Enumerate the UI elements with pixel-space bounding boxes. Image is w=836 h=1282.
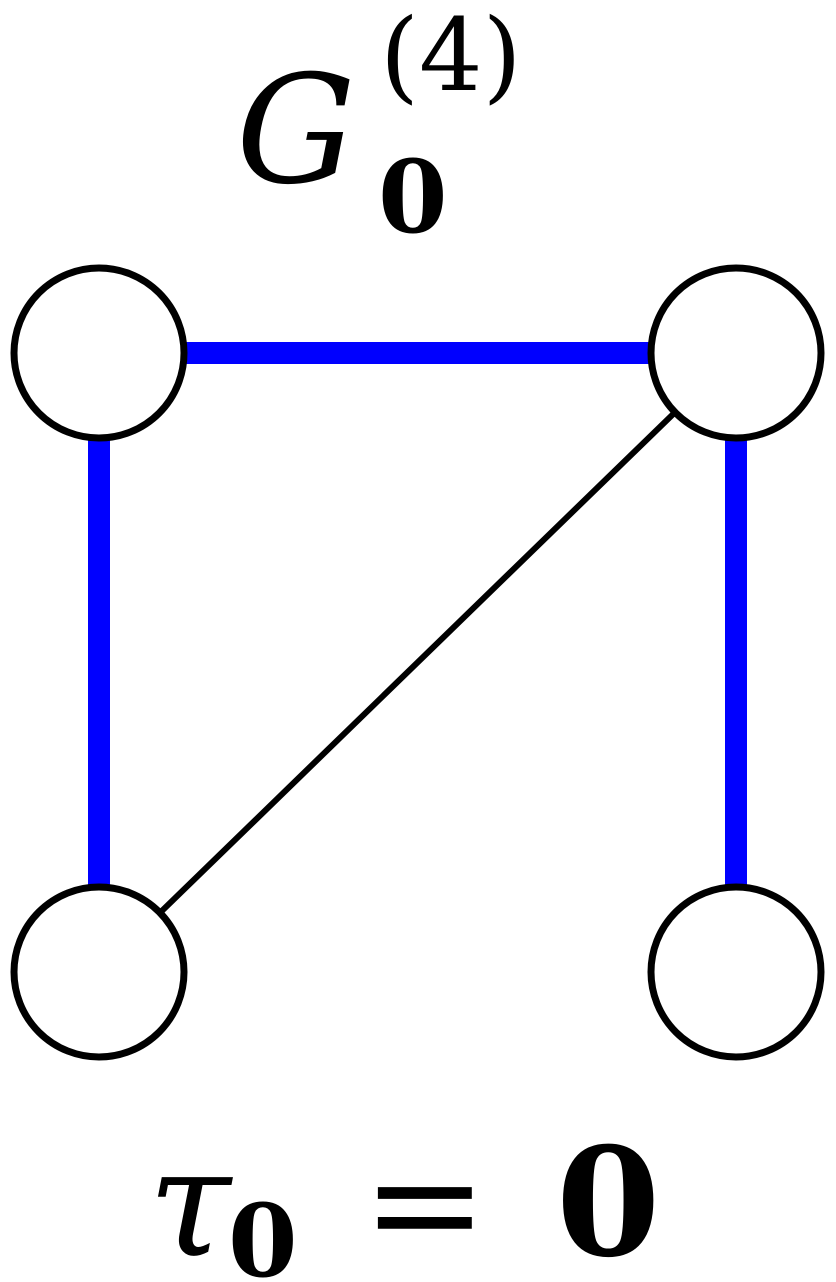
equation-relation: =: [362, 1117, 488, 1282]
node-top-right: [647, 264, 825, 442]
equation-subscript: 0: [228, 1182, 298, 1282]
title-superscript: (4): [380, 0, 522, 114]
node-bottom-left: [10, 883, 188, 1061]
nodes-layer: [10, 264, 825, 1061]
title-symbol: G: [236, 44, 356, 218]
title-subscript: 0: [378, 138, 448, 256]
equation-value: 0: [556, 1115, 660, 1282]
equation: τ 0 = 0: [148, 1115, 660, 1282]
edges-layer: [88, 342, 747, 975]
node-bottom-right: [647, 883, 825, 1061]
node-top-left: [10, 264, 188, 442]
edge-top-right-bottom-left: [96, 350, 739, 975]
graph-title: G (4) 0: [236, 0, 522, 256]
equation-symbol: τ: [148, 1117, 233, 1282]
